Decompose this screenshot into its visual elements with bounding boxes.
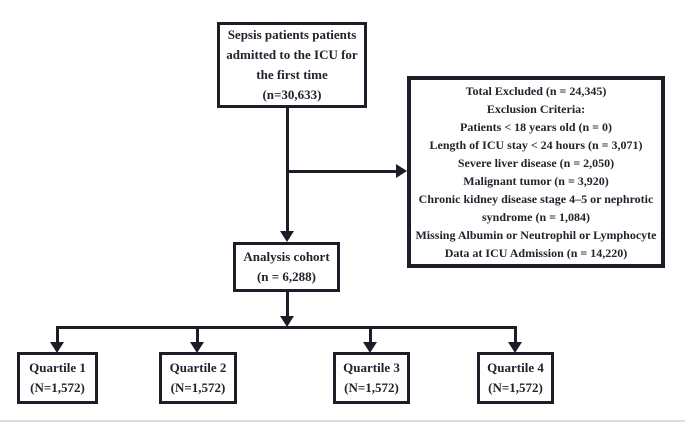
connector-distribution-line [56, 326, 517, 329]
node-exclusion-criteria: Total Excluded (n = 24,345) Exclusion Cr… [407, 76, 665, 268]
node-text-line: Analysis cohort [243, 249, 330, 264]
node-text-line: the first time [256, 67, 328, 82]
node-analysis-cohort: Analysis cohort (n = 6,288) [233, 242, 340, 292]
node-text-line: Chronic kidney disease stage 4–5 or neph… [418, 192, 654, 206]
node-text-line: Sepsis patients patients [227, 27, 357, 42]
arrow-down-icon [508, 342, 522, 353]
connector-drop-quartile-1 [56, 326, 59, 343]
node-quartile-4: Quartile 4 (N=1,572) [477, 352, 554, 404]
quartile-label: Quartile 1 [29, 360, 86, 375]
node-text-line: Exclusion Criteria: [486, 102, 586, 116]
node-quartile-1: Quartile 1 (N=1,572) [17, 352, 98, 404]
node-quartile-2: Quartile 2 (N=1,572) [159, 352, 237, 404]
node-text-line: (n=30,633) [262, 87, 322, 102]
node-text-line: Missing Albumin or Neutrophil or Lymphoc… [415, 228, 657, 242]
arrow-down-icon [280, 316, 294, 327]
node-quartile-3: Quartile 3 (N=1,572) [333, 352, 410, 404]
connector-analysis-to-split [286, 292, 289, 316]
node-text-line: Total Excluded (n = 24,345) [465, 84, 607, 98]
quartile-label: Quartile 3 [343, 360, 400, 375]
connector-top-to-analysis [286, 108, 289, 231]
node-text-line: syndrome (n = 1,084) [482, 210, 590, 224]
node-text-line: (n = 6,288) [256, 269, 317, 284]
quartile-count: (N=1,572) [170, 380, 226, 395]
node-sepsis-patients: Sepsis patients patients admitted to the… [217, 22, 367, 108]
connector-drop-quartile-4 [514, 326, 517, 343]
arrow-down-icon [280, 231, 294, 242]
node-text-line: Data at ICU Admission (n = 14,220) [444, 246, 628, 260]
node-text-line: Malignant tumor (n = 3,920) [463, 174, 609, 188]
page-edge-line [0, 420, 685, 422]
node-text-line: admitted to the ICU for [226, 47, 358, 62]
quartile-label: Quartile 2 [169, 360, 227, 375]
connector-branch-to-exclusion [286, 170, 396, 173]
node-text-line: Severe liver disease (n = 2,050) [457, 156, 615, 170]
quartile-count: (N=1,572) [344, 380, 399, 395]
node-text-line: Patients < 18 years old (n = 0) [460, 120, 612, 134]
arrow-down-icon [363, 342, 377, 353]
arrow-down-icon [50, 342, 64, 353]
connector-drop-quartile-3 [369, 326, 372, 343]
node-text-line: Length of ICU stay < 24 hours (n = 3,071… [429, 138, 643, 152]
quartile-count: (N=1,572) [488, 380, 543, 395]
connector-drop-quartile-2 [196, 326, 199, 343]
arrow-down-icon [190, 342, 204, 353]
quartile-label: Quartile 4 [487, 360, 544, 375]
arrow-right-icon [396, 164, 407, 178]
quartile-count: (N=1,572) [30, 380, 85, 395]
